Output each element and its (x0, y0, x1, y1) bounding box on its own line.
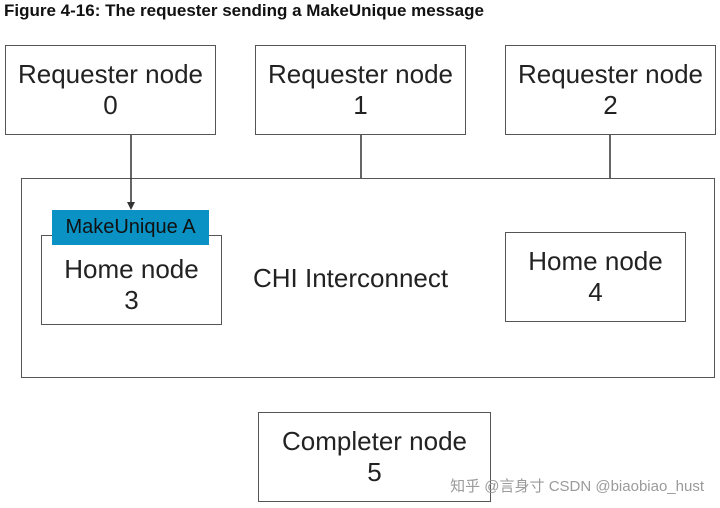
figure-caption: Figure 4-16: The requester sending a Mak… (4, 1, 484, 20)
requester-node-0-name: Requester node (17, 59, 204, 90)
home-node-3: Home node 3 (41, 235, 222, 325)
requester-node-1-name: Requester node (267, 59, 454, 90)
home-node-4: Home node 4 (505, 232, 686, 322)
home-node-3-name: Home node (64, 254, 199, 285)
requester-node-1-number: 1 (353, 90, 368, 120)
requester-node-0-number: 0 (103, 90, 118, 120)
requester-node-0: Requester node 0 (5, 45, 216, 135)
home-node-4-number: 4 (588, 277, 603, 307)
chi-interconnect-label: CHI Interconnect (253, 263, 449, 293)
makeunique-message-tag: MakeUnique A (52, 210, 209, 245)
home-node-3-number: 3 (124, 285, 139, 315)
requester-node-2-number: 2 (603, 90, 618, 120)
requester-node-1: Requester node 1 (255, 45, 466, 135)
requester-node-2-name: Requester node (517, 59, 704, 90)
completer-node-5-number: 5 (367, 457, 382, 487)
watermark-text: 知乎 @言身寸 CSDN @biaobiao_hust (450, 478, 704, 495)
home-node-4-name: Home node (528, 246, 663, 277)
completer-node-5-name: Completer node (282, 426, 467, 457)
completer-node-5: Completer node 5 (258, 412, 491, 502)
requester-node-2: Requester node 2 (505, 45, 716, 135)
